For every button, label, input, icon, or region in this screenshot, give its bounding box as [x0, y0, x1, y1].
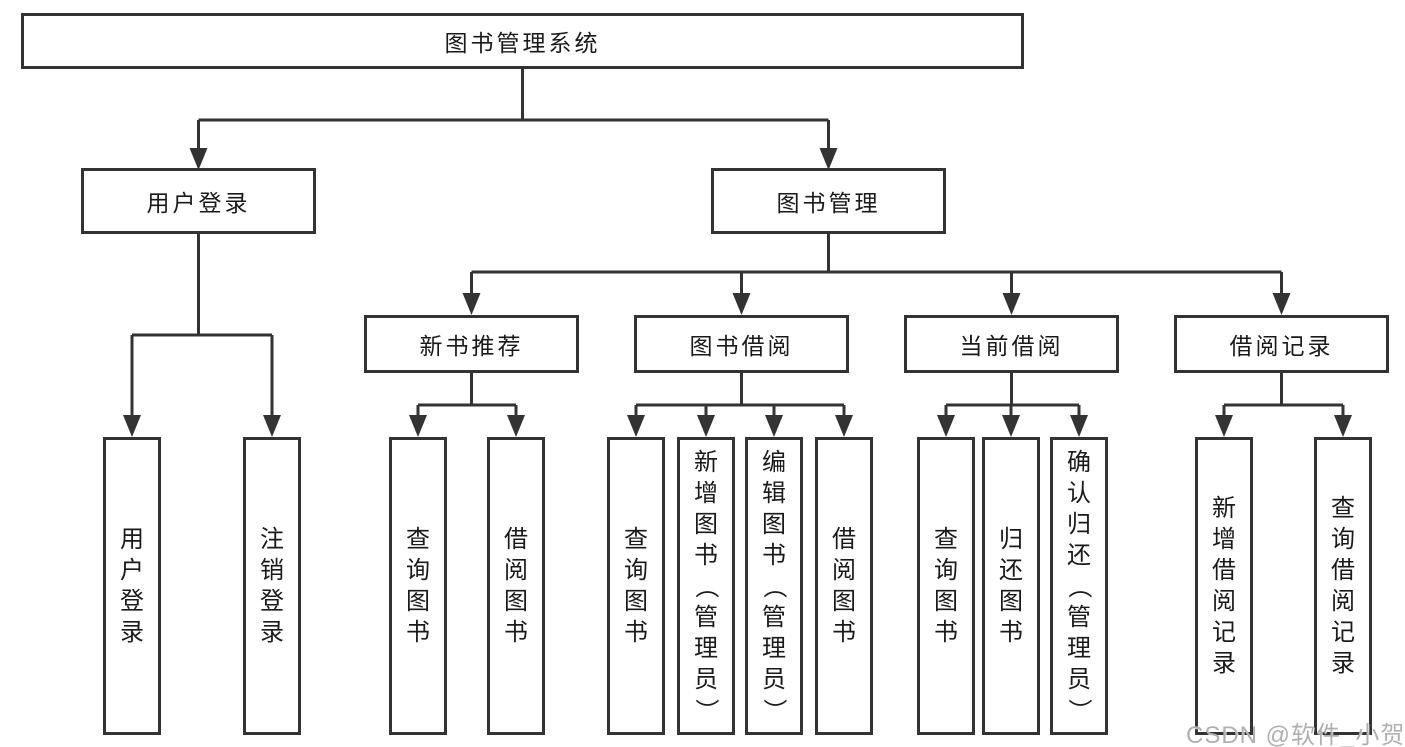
- node-borrow-record-label: 借阅记录: [1229, 333, 1334, 359]
- leaf-edit-book-admin-label: 编辑图书（管理员）: [760, 448, 788, 723]
- arrow-down-icon: [835, 415, 853, 437]
- leaf-borrow-book-label: 借阅图书: [832, 526, 856, 646]
- leaf-return-book: 归还图书: [982, 437, 1040, 735]
- node-root-label: 图书管理系统: [444, 30, 601, 56]
- leaf-current-query-book: 查询图书: [917, 437, 975, 735]
- arrow-down-icon: [1215, 415, 1233, 437]
- leaf-edit-book-admin: 编辑图书（管理员）: [745, 437, 803, 735]
- node-new-book-recommend: 新书推荐: [364, 315, 579, 373]
- leaf-current-query-book-label: 查询图书: [934, 526, 958, 646]
- node-borrow-record: 借阅记录: [1174, 315, 1389, 373]
- leaf-recommend-borrow-book: 借阅图书: [487, 437, 545, 735]
- arrow-down-icon: [1334, 415, 1352, 437]
- arrow-down-icon: [732, 293, 751, 315]
- leaf-recommend-query-book: 查询图书: [389, 437, 447, 735]
- arrow-down-icon: [123, 415, 141, 437]
- leaf-add-book-admin-label: 新增图书（管理员）: [692, 448, 720, 723]
- leaf-logout: 注销登录: [243, 437, 301, 735]
- leaf-add-borrow-record-label: 新增借阅记录: [1212, 495, 1236, 677]
- arrow-down-icon: [1002, 415, 1020, 437]
- csdn-watermark: CSDN @软件_小贺同学: [1186, 722, 1405, 747]
- node-root: 图书管理系统: [21, 13, 1024, 69]
- leaf-logout-label: 注销登录: [260, 526, 284, 646]
- leaf-borrow-query-book: 查询图书: [607, 437, 665, 735]
- leaf-recommend-query-book-label: 查询图书: [406, 526, 430, 646]
- leaf-return-book-label: 归还图书: [999, 526, 1023, 646]
- leaf-recommend-borrow-book-label: 借阅图书: [504, 526, 528, 646]
- node-user-login-label: 用户登录: [146, 190, 251, 216]
- arrow-down-icon: [263, 415, 281, 437]
- node-book-management-label: 图书管理: [776, 190, 881, 216]
- arrow-down-icon: [409, 415, 427, 437]
- arrow-down-icon: [462, 293, 481, 315]
- leaf-query-borrow-record-label: 查询借阅记录: [1331, 495, 1355, 677]
- leaf-user-login-label: 用户登录: [120, 526, 144, 646]
- leaf-borrow-book: 借阅图书: [815, 437, 873, 735]
- node-current-borrow: 当前借阅: [904, 315, 1119, 373]
- leaf-confirm-return-admin-label: 确认归还（管理员）: [1065, 448, 1093, 723]
- arrow-down-icon: [627, 415, 645, 437]
- arrow-down-icon: [1002, 293, 1021, 315]
- node-book-borrow-label: 图书借阅: [689, 333, 794, 359]
- node-new-book-recommend-label: 新书推荐: [419, 333, 524, 359]
- node-current-borrow-label: 当前借阅: [959, 333, 1064, 359]
- arrow-down-icon: [765, 415, 783, 437]
- leaf-confirm-return-admin: 确认归还（管理员）: [1050, 437, 1108, 735]
- arrow-down-icon: [819, 148, 838, 170]
- arrow-down-icon: [1070, 415, 1088, 437]
- leaf-borrow-query-book-label: 查询图书: [624, 526, 648, 646]
- leaf-add-book-admin: 新增图书（管理员）: [677, 437, 735, 735]
- leaf-user-login: 用户登录: [103, 437, 161, 735]
- leaf-query-borrow-record: 查询借阅记录: [1314, 437, 1372, 735]
- tree-branch-lines: [130, 69, 1345, 417]
- arrow-down-icon: [697, 415, 715, 437]
- leaf-add-borrow-record: 新增借阅记录: [1195, 437, 1253, 735]
- arrow-down-icon: [1272, 293, 1291, 315]
- arrow-down-icon: [189, 148, 208, 170]
- arrow-down-icon: [937, 415, 955, 437]
- node-book-management: 图书管理: [711, 168, 946, 234]
- node-user-login: 用户登录: [81, 168, 316, 234]
- node-book-borrow: 图书借阅: [634, 315, 849, 373]
- arrow-down-icon: [507, 415, 525, 437]
